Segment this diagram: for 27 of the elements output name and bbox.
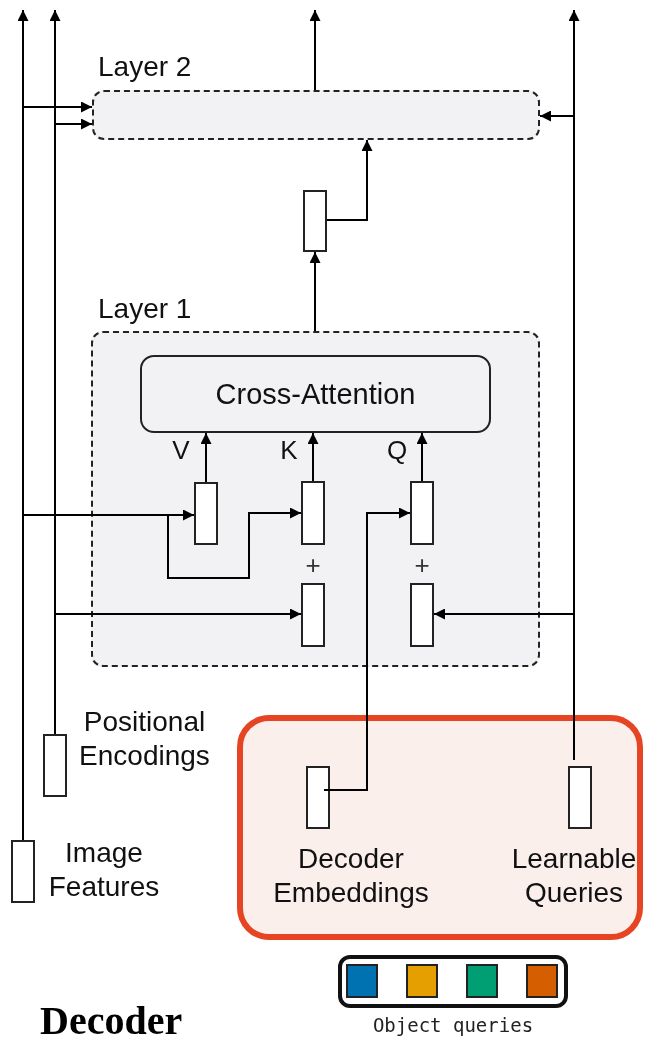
arrow — [307, 432, 319, 482]
node-label: Image Features — [47, 836, 161, 904]
node-label: Decoder Embeddings — [272, 842, 430, 910]
query-square — [346, 964, 378, 998]
vector-bar — [194, 482, 218, 545]
layer-label: Layer 2 — [98, 50, 193, 84]
node-label: Learnable Queries — [510, 842, 638, 910]
vector-bar — [303, 190, 327, 252]
group-panel — [237, 715, 643, 940]
query-square — [406, 964, 438, 998]
attention-block: Cross-Attention — [140, 355, 491, 433]
arrow — [309, 9, 321, 91]
arrow — [200, 432, 212, 483]
arrow — [323, 507, 411, 791]
node-label: Positional Encodings — [78, 705, 211, 773]
query-square — [466, 964, 498, 998]
node-label: Object queries — [371, 1013, 535, 1038]
vector-bar — [301, 583, 325, 647]
arrow — [416, 432, 428, 482]
title: Decoder — [40, 998, 184, 1044]
vector-bar — [410, 481, 434, 545]
arrow — [309, 251, 321, 332]
layer-label: Layer 1 — [98, 292, 193, 326]
arrow — [326, 139, 373, 221]
query-square — [526, 964, 558, 998]
vector-bar — [410, 583, 434, 647]
vector-bar — [301, 481, 325, 545]
